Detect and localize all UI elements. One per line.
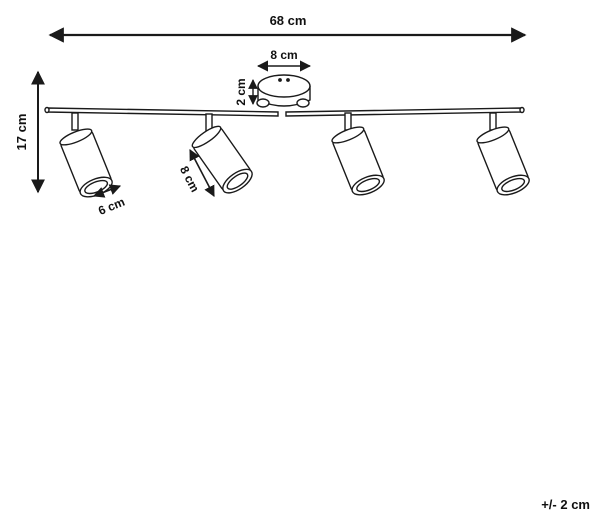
width-dimension: 68 cm: [48, 13, 527, 43]
spot-light-3: [331, 112, 385, 196]
height-label: 17 cm: [14, 114, 29, 151]
base-height-dimension: 2 cm: [234, 78, 258, 106]
spot-length-label: 8 cm: [177, 164, 202, 195]
base-height-label: 2 cm: [234, 78, 248, 105]
mounting-bar: [44, 106, 525, 117]
spot-light-4: [476, 112, 530, 196]
tolerance-note: +/- 2 cm: [541, 497, 590, 512]
height-dimension: 17 cm: [14, 70, 45, 194]
ceiling-base: [256, 74, 311, 108]
width-label: 68 cm: [270, 13, 307, 28]
spot-light-2: [191, 113, 253, 194]
base-diameter-label: 8 cm: [270, 48, 297, 62]
spot-diameter-label: 6 cm: [96, 195, 127, 218]
spot-light-1: [59, 112, 113, 198]
base-diameter-dimension: 8 cm: [256, 48, 312, 72]
